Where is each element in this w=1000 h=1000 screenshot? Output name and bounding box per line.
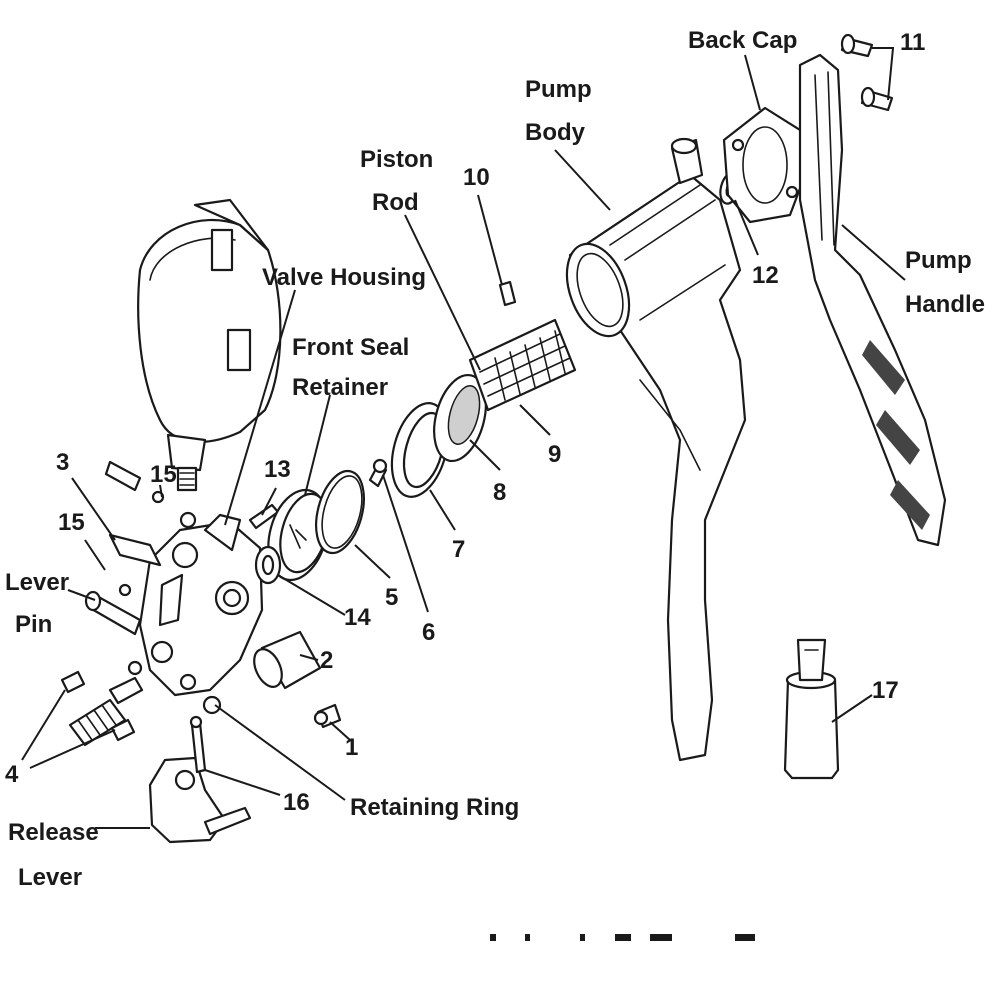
lever-pin-part [84, 583, 142, 636]
label-15-top: 15 [150, 461, 177, 488]
label-piston-rod-line2: Rod [372, 189, 419, 216]
small-pin-15-part [104, 460, 197, 529]
label-retaining-ring: Retaining Ring [350, 794, 519, 821]
label-pump-body-line1: Pump [525, 76, 592, 103]
label-3: 3 [56, 449, 69, 476]
label-17: 17 [872, 677, 899, 704]
piston-rod-spring-part [468, 318, 577, 412]
valve-housing-part [108, 513, 264, 697]
part-8-piston-head-part [433, 373, 487, 463]
retaining-ring-part [202, 695, 222, 715]
back-cap-part [722, 106, 807, 224]
gauge-canister-part [137, 198, 282, 492]
label-front-seal-retainer-line2: Retainer [292, 374, 388, 401]
label-lever-pin-line2: Pin [15, 611, 52, 638]
label-front-seal-retainer-line1: Front Seal [292, 334, 409, 361]
label-14: 14 [344, 604, 371, 631]
front-seal-retainer-part [267, 488, 329, 582]
release-valve-spring-part [60, 660, 144, 747]
part-6-part [368, 458, 388, 488]
label-6: 6 [422, 619, 435, 646]
label-4: 4 [5, 761, 19, 788]
part-2-part [253, 630, 322, 690]
pump-handle-part [798, 53, 947, 547]
part-5-oring-part [315, 469, 365, 555]
label-pump-handle-line2: Handle [905, 291, 985, 318]
label-10: 10 [463, 164, 490, 191]
label-release-lever-line1: Release [8, 819, 99, 846]
label-1: 1 [345, 734, 358, 761]
label-5: 5 [385, 584, 398, 611]
label-release-lever-line2: Lever [18, 864, 82, 891]
label-8: 8 [493, 479, 506, 506]
screws-11-part [840, 33, 894, 112]
label-back-cap: Back Cap [688, 27, 797, 54]
labels: Back Cap 11 Pump Body Piston Rod 10 Valv… [5, 27, 985, 891]
leader-lines [21, 47, 906, 829]
part-10-part [498, 280, 517, 307]
release-lever-part [148, 756, 252, 844]
label-16: 16 [283, 789, 310, 816]
label-pump-body-line2: Body [525, 119, 586, 146]
label-piston-rod-line1: Piston [360, 146, 433, 173]
label-pump-handle-line1: Pump [905, 247, 972, 274]
part-17-part [783, 638, 840, 780]
label-13: 13 [264, 456, 291, 483]
label-valve-housing: Valve Housing [262, 264, 426, 291]
label-11: 11 [900, 29, 925, 56]
part-14-part [254, 545, 282, 585]
label-15-left: 15 [58, 509, 85, 536]
label-2: 2 [320, 647, 333, 674]
pump-body-part [565, 137, 747, 762]
label-9: 9 [548, 441, 561, 468]
label-lever-pin-line1: Lever [5, 569, 69, 596]
label-7: 7 [452, 536, 465, 563]
label-12: 12 [752, 262, 779, 289]
part-1-part [313, 703, 342, 729]
bottom-artifacts [490, 934, 755, 941]
